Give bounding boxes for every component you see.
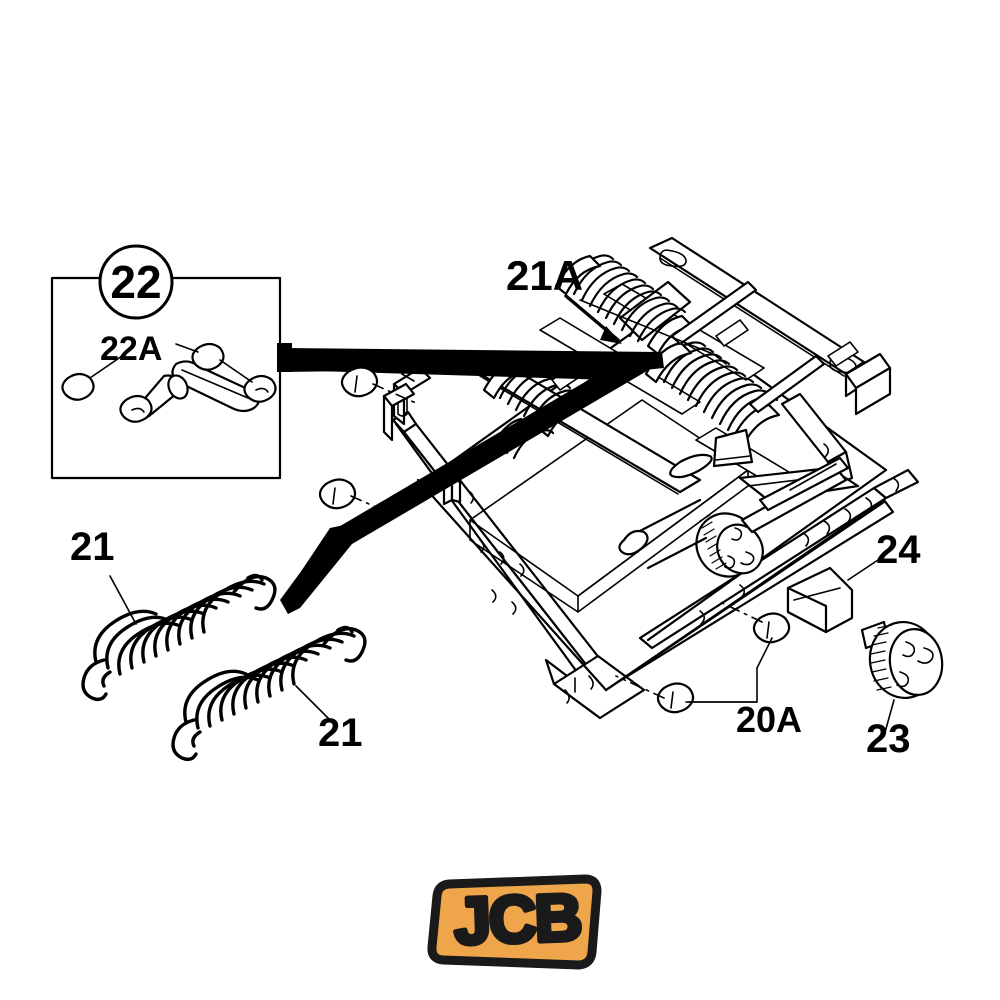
damper-part [119,360,277,423]
bushing-pins-20a: 20A [318,366,802,740]
callout-label-20a: 20A [736,699,802,740]
callout-label-23: 23 [866,717,911,761]
deck-plate-details [669,428,754,479]
extension-spring-upper: 21 [70,525,277,702]
detail-inset-box: 22 22A [50,244,292,480]
callout-label-24: 24 [876,528,921,572]
damper-bushings [61,342,253,401]
detail-inner-label: 22A [100,330,162,368]
callout-label-21-right: 21 [318,711,363,755]
linkage-arms [740,456,850,534]
assembly-adjuster-knob [618,498,764,578]
callout-21a: 21A [506,252,727,365]
callout-label-21-left: 21 [70,525,115,569]
jcb-logo: JCB [427,874,602,970]
logo-plate [427,874,602,970]
wedge-block-24: 24 [786,528,921,634]
left-rear-bracket [382,382,416,442]
extension-spring-lower: 21 [171,625,367,762]
callout-label-21a: 21A [506,252,583,299]
detail-bubble-circle [98,244,174,320]
detail-bubble-number: 22 [110,256,161,308]
logo-text: JCB [453,880,582,958]
knurled-knob-23: 23 [860,620,944,761]
